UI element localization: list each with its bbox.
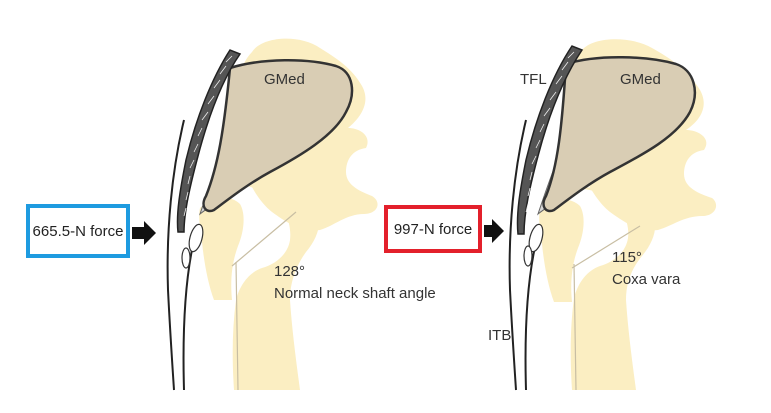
right-angle-caption: Coxa vara [612,271,681,288]
arrow-right-icon [484,219,504,243]
left-gmed-label: GMed [264,71,305,88]
left-itb-hatch [183,55,233,217]
right-hip-illustration [508,39,717,391]
right-itb-line-outer [508,119,527,391]
right-itb-band [516,45,584,235]
right-force-label: 997-N force [393,220,473,238]
left-shaft-axis [235,261,239,391]
right-gmed-label: GMed [620,71,661,88]
right-angle-value: 115° [612,249,642,266]
right-gmed-muscle [542,55,697,213]
right-itb-hatch [525,51,575,213]
right-bursa [528,223,544,253]
right-bursa-small [523,245,533,267]
left-itb-band [176,49,242,233]
left-force-box: 665.5-N force [26,204,130,258]
left-itb-line-outer [166,119,185,391]
left-trochanter [199,197,244,300]
left-angle-value: 128° [274,263,305,280]
left-femur-head [222,183,320,390]
arrow-right-icon [132,221,156,245]
left-neck-axis [231,211,297,267]
left-bursa [188,223,204,253]
right-tfl-label: TFL [520,71,547,88]
left-angle-caption: Normal neck shaft angle [274,285,436,302]
right-force-box: 997-N force [384,205,482,253]
right-femur-head [560,187,656,390]
right-shaft-axis [573,263,577,391]
left-force-label: 665.5-N force [32,222,124,240]
right-neck-axis [571,225,641,269]
left-gmed-muscle [202,58,354,213]
right-itb-label: ITB [488,327,511,344]
left-bursa-small [181,247,191,269]
left-hip-illustration [166,38,378,391]
right-trochanter [539,199,584,302]
